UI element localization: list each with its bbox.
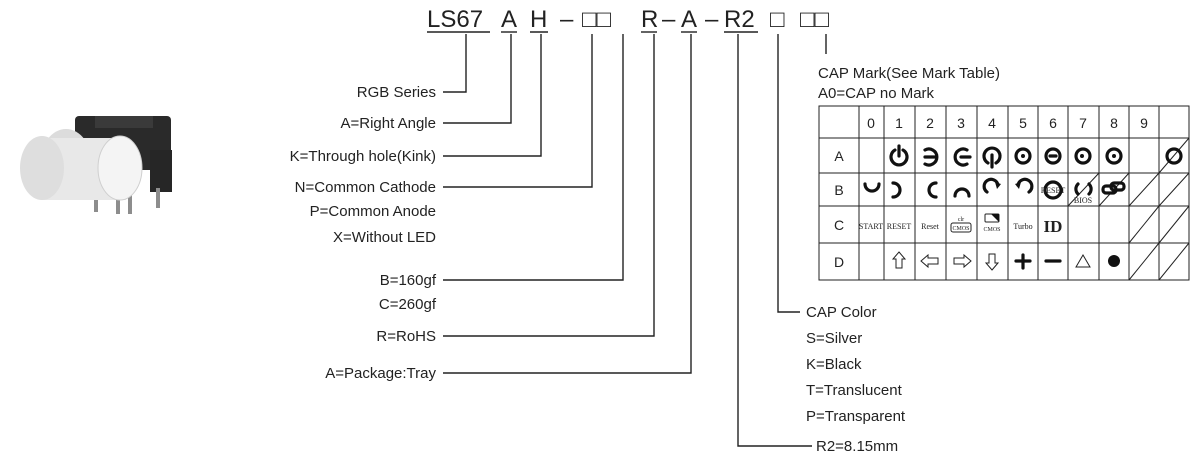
ring-icon xyxy=(1165,147,1183,165)
col-header: 9 xyxy=(1140,115,1148,131)
reset-mark: Reset xyxy=(921,222,940,231)
col-header: 5 xyxy=(1019,115,1027,131)
col-header: 8 xyxy=(1110,115,1118,131)
code-mount: H xyxy=(530,6,547,33)
code-size: R2 xyxy=(724,6,755,33)
row-header: D xyxy=(834,254,844,270)
label-force-b: B=160gf xyxy=(380,272,437,289)
plus-icon xyxy=(1014,253,1032,270)
code-prefix: LS67 xyxy=(427,6,483,33)
code-color-box: □ xyxy=(770,6,785,33)
label-common-cathode: N=Common Cathode xyxy=(295,179,436,196)
arrow-up-icon xyxy=(891,251,907,269)
arrow-down-icon xyxy=(984,253,1000,271)
triangle-icon xyxy=(1075,254,1091,268)
code-dash-1: – xyxy=(560,6,574,33)
arrow-left-icon xyxy=(920,253,939,269)
power-c-arrow-icon xyxy=(953,147,972,167)
label-without-led: X=Without LED xyxy=(333,229,436,246)
cap-color-option: S=Silver xyxy=(806,330,862,347)
col-header: 2 xyxy=(926,115,934,131)
c-shape-icon xyxy=(927,181,938,199)
svg-text:BIOS: BIOS xyxy=(1074,196,1092,205)
dot-icon xyxy=(1108,255,1120,267)
chain-link-icon xyxy=(1101,181,1126,195)
cap-color-option: T=Translucent xyxy=(806,382,903,399)
label-force-c: C=260gf xyxy=(379,296,437,313)
power-p-icon xyxy=(982,146,1002,169)
option-labels: RGB Series A=Right Angle K=Through hole(… xyxy=(290,84,437,382)
label-right-angle: A=Right Angle xyxy=(341,115,437,132)
cap-mark-subtitle: A0=CAP no Mark xyxy=(818,85,935,102)
svg-text:CMOS: CMOS xyxy=(983,227,1000,233)
svg-text:RESET: RESET xyxy=(1041,186,1066,195)
switch-product-image xyxy=(20,116,172,214)
code-dash-3: – xyxy=(705,6,719,33)
label-package: A=Package:Tray xyxy=(325,365,436,382)
n-shape-icon xyxy=(953,187,971,198)
cap-color-title: CAP Color xyxy=(806,304,877,321)
label-through-hole: K=Through hole(Kink) xyxy=(290,148,436,165)
code-rgb: A xyxy=(501,6,517,33)
row-header: C xyxy=(834,217,844,233)
info-circle-icon xyxy=(1014,147,1032,165)
bios-refresh-icon: BIOS xyxy=(1074,182,1093,205)
code-mark-boxes: □□ xyxy=(800,6,829,33)
cap-color-section: CAP Color S=Silver K=Black T=Translucent… xyxy=(806,304,906,425)
rotate-clockwise-icon xyxy=(982,177,1001,194)
reset-circle-icon: RESET xyxy=(1041,180,1066,200)
start-mark: START xyxy=(859,222,883,231)
label-rgb-series: RGB Series xyxy=(357,84,436,101)
rotate-counterclockwise-icon xyxy=(1015,177,1034,194)
cmos-eraser-mark: CMOS xyxy=(983,213,1001,233)
row-header: A xyxy=(834,148,844,164)
leader-lines xyxy=(443,34,827,447)
row-header: B xyxy=(834,182,843,198)
u-shape-icon xyxy=(863,182,881,193)
cap-color-option: K=Black xyxy=(806,356,862,373)
label-common-anode: P=Common Anode xyxy=(310,203,436,220)
size-label: R2=8.15mm xyxy=(816,438,898,454)
arrow-right-icon xyxy=(953,253,972,269)
col-header: 3 xyxy=(957,115,965,131)
col-header: 7 xyxy=(1079,115,1087,131)
col-header: 0 xyxy=(867,115,875,131)
id-mark: ID xyxy=(1044,217,1063,236)
question-circle-icon xyxy=(1105,147,1123,165)
cap-mark-title: CAP Mark(See Mark Table) xyxy=(818,65,1000,82)
c-plus-circle-icon xyxy=(1074,147,1092,165)
part-code: LS67 A H – □□ R – A – R2 □ □□ xyxy=(427,6,829,33)
cap-mark-table: 0 1 2 3 4 5 6 7 8 9 A B C D xyxy=(818,105,1190,281)
code-rohs: R xyxy=(641,6,658,33)
code-dash-2: – xyxy=(662,6,676,33)
power-arrow-icon xyxy=(923,147,939,167)
label-rohs: R=RoHS xyxy=(376,328,436,345)
code-led-boxes: □□ xyxy=(582,6,611,33)
reset-caps-mark: RESET xyxy=(887,222,912,231)
svg-text:CMOS: CMOS xyxy=(952,226,969,232)
reversed-c-icon xyxy=(891,181,902,199)
turbo-mark: Turbo xyxy=(1013,222,1032,231)
col-header: 1 xyxy=(895,115,903,131)
cap-color-option: P=Transparent xyxy=(806,408,906,425)
link-circle-icon xyxy=(1044,147,1062,165)
col-header: 6 xyxy=(1049,115,1057,131)
col-header: 4 xyxy=(988,115,996,131)
power-icon xyxy=(889,144,909,167)
code-package: A xyxy=(681,6,697,33)
svg-text:clr: clr xyxy=(958,217,964,223)
clr-cmos-mark: clr CMOS xyxy=(950,217,972,233)
